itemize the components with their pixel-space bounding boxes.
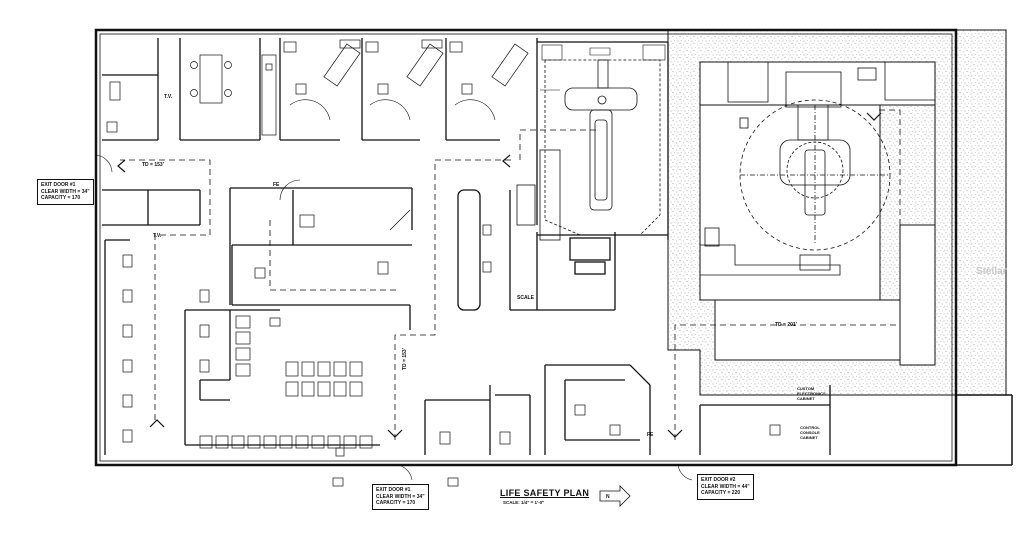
north-arrow	[599, 485, 631, 507]
fire-extinguisher-label: FE	[273, 182, 280, 188]
exterior-walls	[94, 28, 1013, 467]
exit-door-capacity: CAPACITY = 220	[701, 490, 741, 496]
exit-arrows	[117, 112, 882, 438]
exit-door-capacity: CAPACITY = 170	[41, 195, 81, 201]
watermark-logo: Stellar	[976, 266, 1007, 277]
cabinet-label: CONTROL CONSOLE CABINET	[800, 425, 820, 440]
plan-title: LIFE SAFETY PLAN	[500, 488, 590, 498]
gantry-room	[699, 61, 936, 276]
north-label: N	[606, 494, 610, 500]
exit-door-name: EXIT DOOR #2	[701, 477, 736, 483]
travel-distance-label: TD = 153'	[402, 348, 408, 370]
scanner-room	[516, 59, 661, 241]
travel-distance-label: TD = 201'	[775, 322, 797, 328]
exit-door-callout: EXIT DOOR #2 CLEAR WIDTH = 44" CAPACITY …	[697, 474, 754, 500]
tv-label: T.V.	[164, 94, 173, 100]
exit-door-width: CLEAR WIDTH = 34"	[41, 188, 90, 195]
plan-scale: SCALE: 1/4" = 1'-0"	[503, 500, 545, 505]
exit-door-callout: EXIT DOOR #1 CLEAR WIDTH = 34" CAPACITY …	[37, 179, 94, 205]
cabinet-label: CUSTOM ELECTRONICS CABINET	[797, 386, 826, 401]
exit-door-width: CLEAR WIDTH = 34"	[376, 493, 425, 500]
exit-door-callout: EXIT DOOR #1 CLEAR WIDTH = 34" CAPACITY …	[372, 484, 429, 510]
exit-door-name: EXIT DOOR #1	[376, 487, 411, 493]
furniture-top	[106, 39, 529, 136]
top-rooms	[102, 38, 669, 240]
scale-room-label: SCALE	[517, 295, 534, 301]
exit-door-swings	[95, 154, 693, 481]
tv-label: T.V.	[153, 233, 162, 239]
exit-door-capacity: CAPACITY = 170	[376, 500, 416, 506]
interior-walls-west	[102, 179, 413, 455]
travel-distance-label: TD = 153'	[142, 162, 164, 168]
fire-extinguisher-label: FE	[647, 432, 654, 438]
interior-walls-central	[409, 189, 831, 455]
exit-door-width: CLEAR WIDTH = 44"	[701, 483, 750, 490]
shielded-walls	[667, 29, 1007, 396]
egress-paths	[120, 109, 901, 440]
waiting-chairs	[122, 214, 781, 487]
exit-door-name: EXIT DOOR #1	[41, 182, 76, 188]
